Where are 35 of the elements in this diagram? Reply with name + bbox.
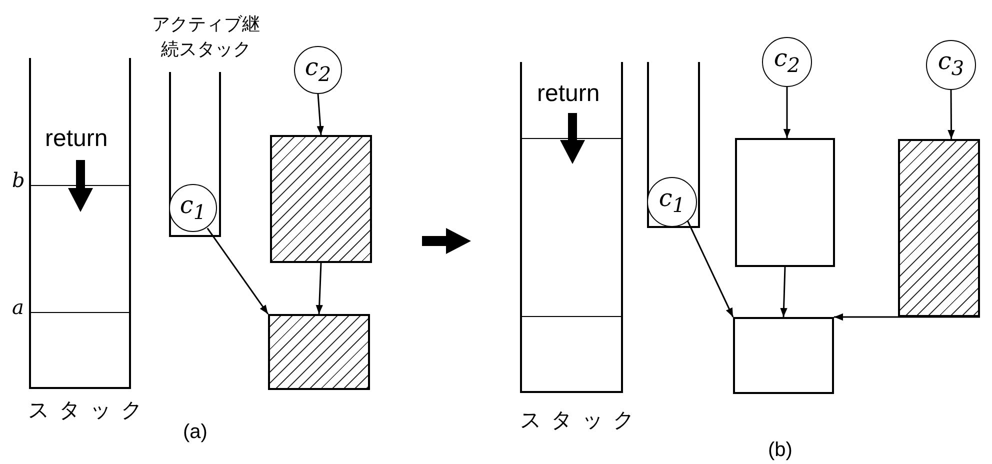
- stack-marker: b: [12, 170, 25, 190]
- continuation-label: c$_{1}$: [658, 186, 686, 215]
- arrow: [206, 228, 269, 314]
- stack-box: [520, 62, 623, 393]
- arrow: [783, 87, 791, 138]
- arrow: [316, 262, 323, 314]
- continuation-label: c$_{1}$: [178, 193, 208, 222]
- panel-label: (b): [768, 440, 792, 460]
- continuation-circle: [926, 40, 976, 90]
- continuation-stack: [647, 62, 700, 228]
- hatched-block: [898, 139, 980, 317]
- continuation-label: c$_{2}$: [304, 55, 332, 84]
- memory-block: [733, 317, 834, 394]
- return-label: return: [537, 82, 600, 106]
- continuation-circle: [169, 184, 217, 232]
- stack-marker: a: [12, 297, 24, 317]
- stack-box: [29, 58, 131, 389]
- arrow: [686, 219, 734, 318]
- stack-caption: スタック: [520, 410, 644, 431]
- continuation-circle: [762, 37, 812, 87]
- stack-caption: スタック: [28, 400, 152, 421]
- return-label: return: [45, 127, 108, 151]
- arrow: [780, 266, 788, 318]
- arrow: [948, 90, 955, 139]
- hatched-block: [268, 314, 370, 390]
- arrow: [834, 313, 980, 321]
- continuation-label: c$_{3}$: [936, 49, 966, 78]
- continuation-label: c$_{2}$: [772, 46, 802, 75]
- arrow: [316, 94, 324, 136]
- panel-label: (a): [183, 422, 208, 442]
- continuation-circle: [294, 46, 342, 94]
- memory-block: [735, 138, 835, 267]
- hatched-block: [270, 135, 372, 263]
- stack-heading: アクティブ継続スタック: [151, 13, 261, 62]
- continuation-circle: [647, 177, 697, 227]
